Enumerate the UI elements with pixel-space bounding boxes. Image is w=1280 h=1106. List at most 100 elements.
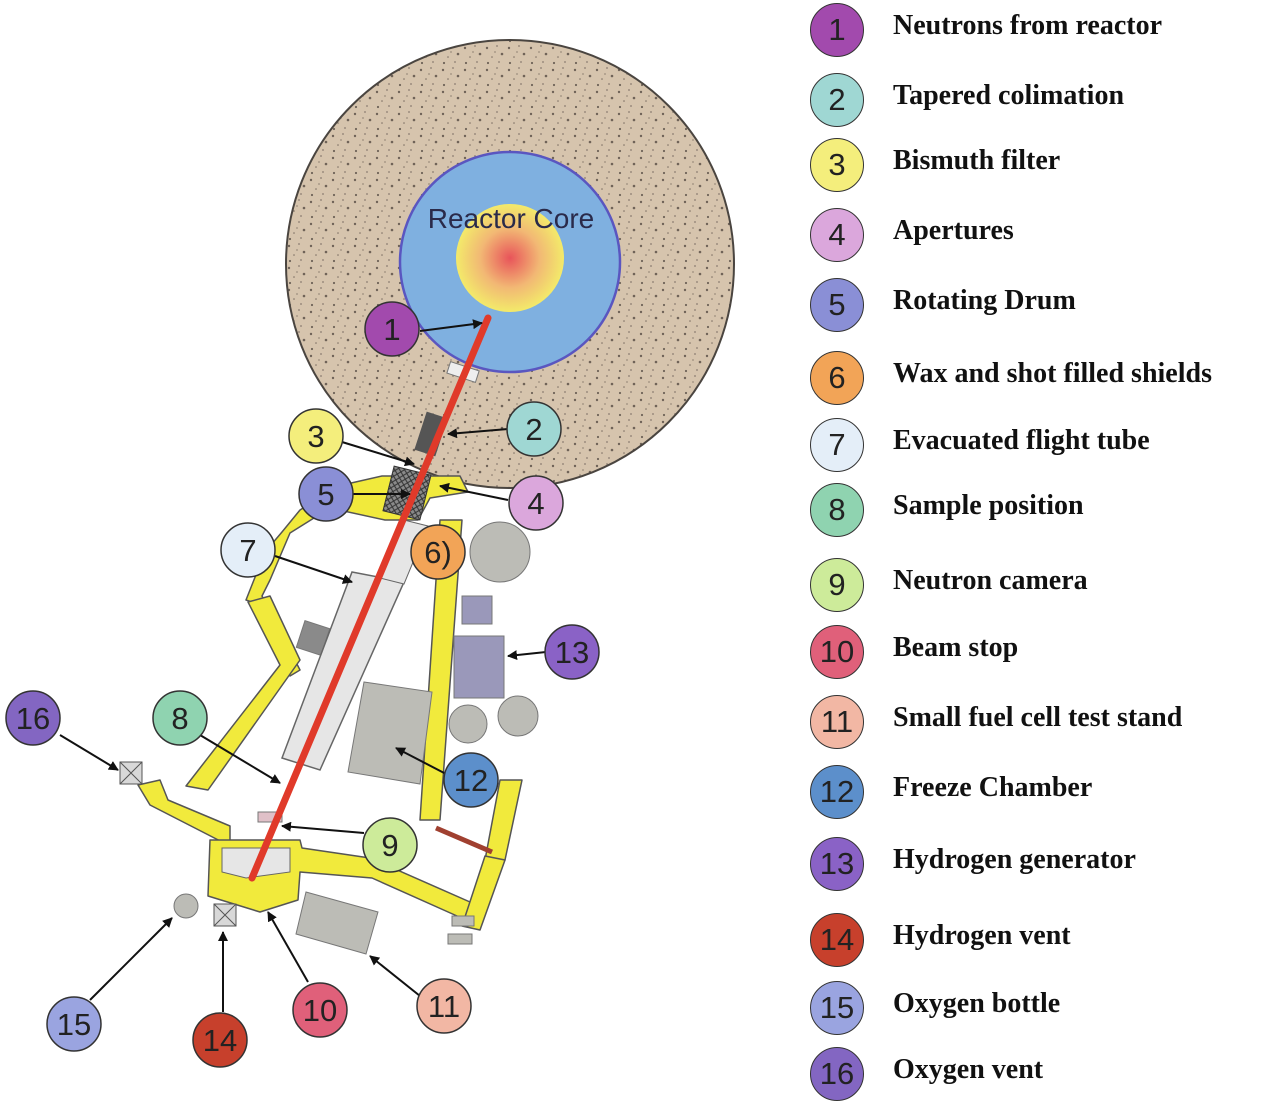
- legend-number-badge: 16: [810, 1047, 864, 1101]
- legend-label: Small fuel cell test stand: [893, 702, 1183, 733]
- reactor-core-label: Reactor Core: [428, 203, 595, 234]
- callout-number: 2: [525, 412, 542, 447]
- callout-circle: [544, 624, 600, 680]
- neutron-beam: [248, 314, 492, 882]
- legend-number-badge: 6: [810, 351, 864, 405]
- callout-14: 14: [192, 1012, 248, 1068]
- callout-number: 12: [454, 763, 488, 798]
- legend-number-badge: 5: [810, 278, 864, 332]
- legend-item-11: 11 Small fuel cell test stand: [808, 692, 1280, 752]
- callout-circle: [364, 301, 420, 357]
- legend-label: Sample position: [893, 490, 1084, 521]
- leader-lines: [59, 319, 547, 1012]
- legend-number-badge: 7: [810, 418, 864, 472]
- legend: 1 Neutrons from reactor 2 Tapered colimatio…: [808, 0, 1280, 1106]
- legend-item-13: 13 Hydrogen generator: [808, 834, 1280, 894]
- legend-label: Evacuated flight tube: [893, 425, 1150, 456]
- callout-circle: [192, 1012, 248, 1068]
- legend-item-14: 14 Hydrogen vent: [808, 910, 1280, 970]
- legend-number-badge: 10: [810, 625, 864, 679]
- callout-circle: [152, 690, 208, 746]
- legend-item-4: 4 Apertures: [808, 205, 1280, 265]
- callout-9: 9: [362, 817, 418, 873]
- callout-number: 1: [383, 312, 400, 347]
- legend-label: Beam stop: [893, 632, 1019, 663]
- legend-number-badge: 13: [810, 837, 864, 891]
- callout-circle: [46, 996, 102, 1052]
- legend-number-badge: 14: [810, 913, 864, 967]
- callout-circle: [443, 752, 499, 808]
- legend-number-badge: 11: [810, 695, 864, 749]
- legend-item-5: 5 Rotating Drum: [808, 275, 1280, 335]
- legend-number-badge: 1: [810, 3, 864, 57]
- callout-8: 8: [152, 690, 208, 746]
- legend-item-7: 7 Evacuated flight tube: [808, 415, 1280, 475]
- callout-number: 5: [317, 477, 334, 512]
- callout-number: 9: [381, 828, 398, 863]
- callout-16: 16: [5, 690, 61, 746]
- callout-number: 4: [527, 486, 544, 521]
- callout-13: 13: [544, 624, 600, 680]
- callout-circle: [362, 817, 418, 873]
- callout-number: 13: [555, 635, 589, 670]
- callout-circle: [292, 982, 348, 1038]
- callout-number: 16: [16, 701, 50, 736]
- callout-circle: [506, 401, 562, 457]
- legend-label: Freeze Chamber: [893, 772, 1093, 803]
- legend-item-1: 1 Neutrons from reactor: [808, 0, 1280, 60]
- flight-tube: [221, 314, 492, 882]
- legend-label: Oxygen bottle: [893, 988, 1061, 1019]
- callout-circle: [5, 690, 61, 746]
- legend-label: Apertures: [893, 215, 1014, 246]
- legend-label: Neutron camera: [893, 565, 1088, 596]
- callout-number: 11: [428, 989, 460, 1024]
- legend-label: Wax and shot filled shields: [893, 358, 1212, 389]
- callout-10: 10: [292, 982, 348, 1038]
- callout-number: 10: [303, 993, 337, 1028]
- callout-circle: [508, 475, 564, 531]
- legend-label: Hydrogen generator: [893, 844, 1136, 875]
- callout-circle: [220, 522, 276, 578]
- callout-1: 1: [364, 301, 420, 357]
- legend-label: Bismuth filter: [893, 145, 1061, 176]
- callout-number: 6): [424, 535, 452, 570]
- legend-label: Tapered colimation: [893, 80, 1125, 111]
- callout-11: 11: [416, 978, 472, 1034]
- callout-4: 4: [508, 475, 564, 531]
- callout-6: 6): [410, 524, 466, 580]
- legend-item-9: 9 Neutron camera: [808, 555, 1280, 615]
- callout-number: 7: [239, 533, 256, 568]
- legend-item-8: 8 Sample position: [808, 480, 1280, 540]
- callout-number: 15: [57, 1007, 91, 1042]
- callout-circle: [288, 408, 344, 464]
- callout-5: 5: [298, 466, 354, 522]
- callout-3: 3: [288, 408, 344, 464]
- facility-diagram: Reactor Core: [5, 39, 735, 1068]
- legend-label: Hydrogen vent: [893, 920, 1071, 951]
- callout-number: 14: [203, 1023, 237, 1058]
- legend-number-badge: 4: [810, 208, 864, 262]
- legend-label: Oxygen vent: [893, 1054, 1044, 1085]
- legend-number-badge: 9: [810, 558, 864, 612]
- legend-number-badge: 8: [810, 483, 864, 537]
- legend-number-badge: 15: [810, 981, 864, 1035]
- legend-item-2: 2 Tapered colimation: [808, 70, 1280, 130]
- legend-item-15: 15 Oxygen bottle: [808, 978, 1280, 1038]
- legend-item-3: 3 Bismuth filter: [808, 135, 1280, 195]
- callout-number: 8: [171, 701, 188, 736]
- legend-item-16: 16 Oxygen vent: [808, 1044, 1280, 1104]
- callout-12: 12: [443, 752, 499, 808]
- callout-7: 7: [220, 522, 276, 578]
- legend-number-badge: 3: [810, 138, 864, 192]
- legend-number-badge: 2: [810, 73, 864, 127]
- legend-label: Rotating Drum: [893, 285, 1076, 316]
- legend-label: Neutrons from reactor: [893, 10, 1163, 41]
- callout-circle: [298, 466, 354, 522]
- callout-15: 15: [46, 996, 102, 1052]
- reactor-core: [456, 204, 564, 312]
- callout-circle: [410, 524, 466, 580]
- callout-number: 3: [307, 419, 324, 454]
- callout-circle: [416, 978, 472, 1034]
